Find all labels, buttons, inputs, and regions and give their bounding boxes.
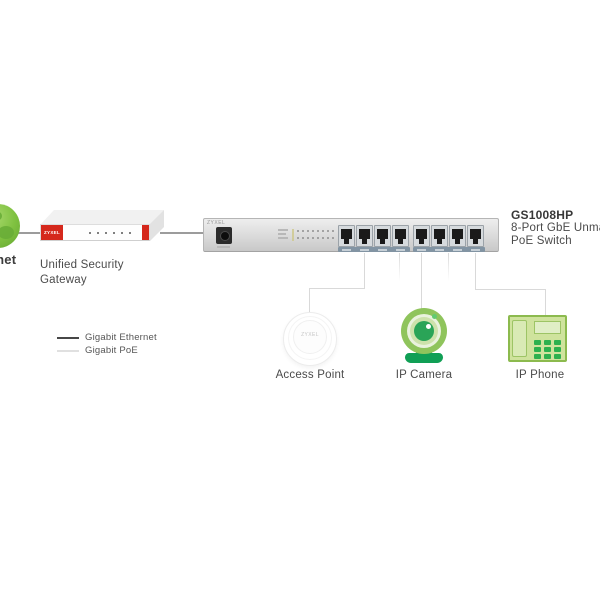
ip-phone-key <box>534 347 541 352</box>
access-point-brand: ZYXEL <box>301 332 319 338</box>
port-group-1 <box>338 225 410 252</box>
led-label <box>278 233 286 235</box>
led-label <box>278 229 288 231</box>
ip-phone-key <box>544 340 551 345</box>
gateway-led <box>105 232 107 234</box>
ip-phone-label: IP Phone <box>515 369 565 381</box>
rj45-jack <box>341 229 352 244</box>
power-jack-hole <box>220 231 230 241</box>
internet-globe-icon <box>0 204 20 248</box>
ip-camera-label: IP Camera <box>395 369 453 381</box>
ethernet-line-gateway-switch <box>160 232 204 234</box>
globe-landmass <box>0 210 2 222</box>
internet-label: Internet <box>0 252 17 267</box>
ip-camera-lens <box>414 321 434 341</box>
rj45-jack <box>452 229 463 244</box>
poe-line-port-stub <box>364 253 365 288</box>
gateway-led <box>113 232 115 234</box>
switch-description-line1: 8-Port GbE Unmanaged <box>511 222 600 234</box>
rj45-port-1 <box>338 225 355 247</box>
poe-line-to-ip-phone <box>545 289 546 315</box>
rj45-jack <box>470 229 481 244</box>
ethernet-line-internet-gateway <box>10 232 44 234</box>
rj45-port-6 <box>431 225 448 247</box>
ip-phone-key <box>544 347 551 352</box>
gateway-top-face <box>40 210 164 225</box>
switch-description-line2: PoE Switch <box>511 234 572 247</box>
port-label-strip <box>413 247 485 252</box>
rj45-jack <box>377 229 388 244</box>
gateway-led <box>129 232 131 234</box>
access-point-inner <box>293 320 327 354</box>
rj45-port-4 <box>392 225 409 247</box>
rj45-jack <box>434 229 445 244</box>
ip-camera-lens-glint <box>426 324 431 329</box>
ip-phone-key <box>544 354 551 359</box>
gateway-front-face: ZYXEL <box>40 224 150 241</box>
switch-info: GS1008HP 8-Port GbE Unmanaged PoE Switch <box>511 208 600 247</box>
gateway-led <box>121 232 123 234</box>
poe-line-to-ip-phone <box>475 289 546 290</box>
legend-label-gigabit-poe: Gigabit PoE <box>85 345 138 356</box>
poe-line-to-access-point <box>309 288 365 289</box>
gateway-label-line2: Gateway <box>40 273 87 286</box>
gateway-brand-badge: ZYXEL <box>41 225 63 240</box>
legend-label-gigabit-ethernet: Gigabit Ethernet <box>85 332 157 343</box>
rj45-port-5 <box>413 225 430 247</box>
ip-camera-status-led <box>432 314 437 319</box>
gateway-led <box>89 232 91 234</box>
ip-phone-key <box>534 354 541 359</box>
poe-switch-device: ZYXEL <box>203 218 499 252</box>
security-gateway-device: ZYXEL <box>40 210 164 241</box>
led-label <box>278 237 288 239</box>
switch-led-row-top <box>297 230 334 232</box>
rj45-jack <box>395 229 406 244</box>
gateway-red-band <box>142 225 149 240</box>
ip-phone-key <box>554 354 561 359</box>
ip-phone-key <box>554 347 561 352</box>
gateway-label: Unified Security Gateway <box>40 258 124 287</box>
ip-phone-handset <box>512 320 527 357</box>
poe-line-port-stub <box>448 253 449 281</box>
rj45-port-7 <box>449 225 466 247</box>
ip-phone-screen <box>534 321 561 334</box>
gateway-label-line1: Unified Security <box>40 259 124 271</box>
poe-line-port-stub <box>475 253 476 289</box>
switch-brand: ZYXEL <box>207 220 226 226</box>
ip-camera-base <box>405 353 443 363</box>
legend-line-gigabit-ethernet <box>57 337 79 339</box>
access-point-ring <box>288 316 332 360</box>
power-jack-label <box>217 246 230 248</box>
led-mode-indicator <box>292 229 294 241</box>
rj45-jack <box>359 229 370 244</box>
switch-led-row-bottom <box>297 237 334 239</box>
port-group-2 <box>413 225 485 252</box>
rj45-port-3 <box>374 225 391 247</box>
access-point-label: Access Point <box>275 369 345 381</box>
rj45-port-2 <box>356 225 373 247</box>
ip-phone-key <box>554 340 561 345</box>
switch-power-jack <box>216 227 232 244</box>
gateway-led <box>97 232 99 234</box>
globe-landmass <box>0 226 14 239</box>
port-label-strip <box>338 247 410 252</box>
poe-line-to-ip-camera <box>421 253 422 309</box>
rj45-port-8 <box>467 225 484 247</box>
legend-line-gigabit-poe <box>57 350 79 352</box>
poe-line-to-access-point <box>309 288 310 313</box>
poe-line-port-stub <box>399 253 400 281</box>
switch-model: GS1008HP <box>511 208 574 222</box>
rj45-jack <box>416 229 427 244</box>
ip-phone-key <box>534 340 541 345</box>
